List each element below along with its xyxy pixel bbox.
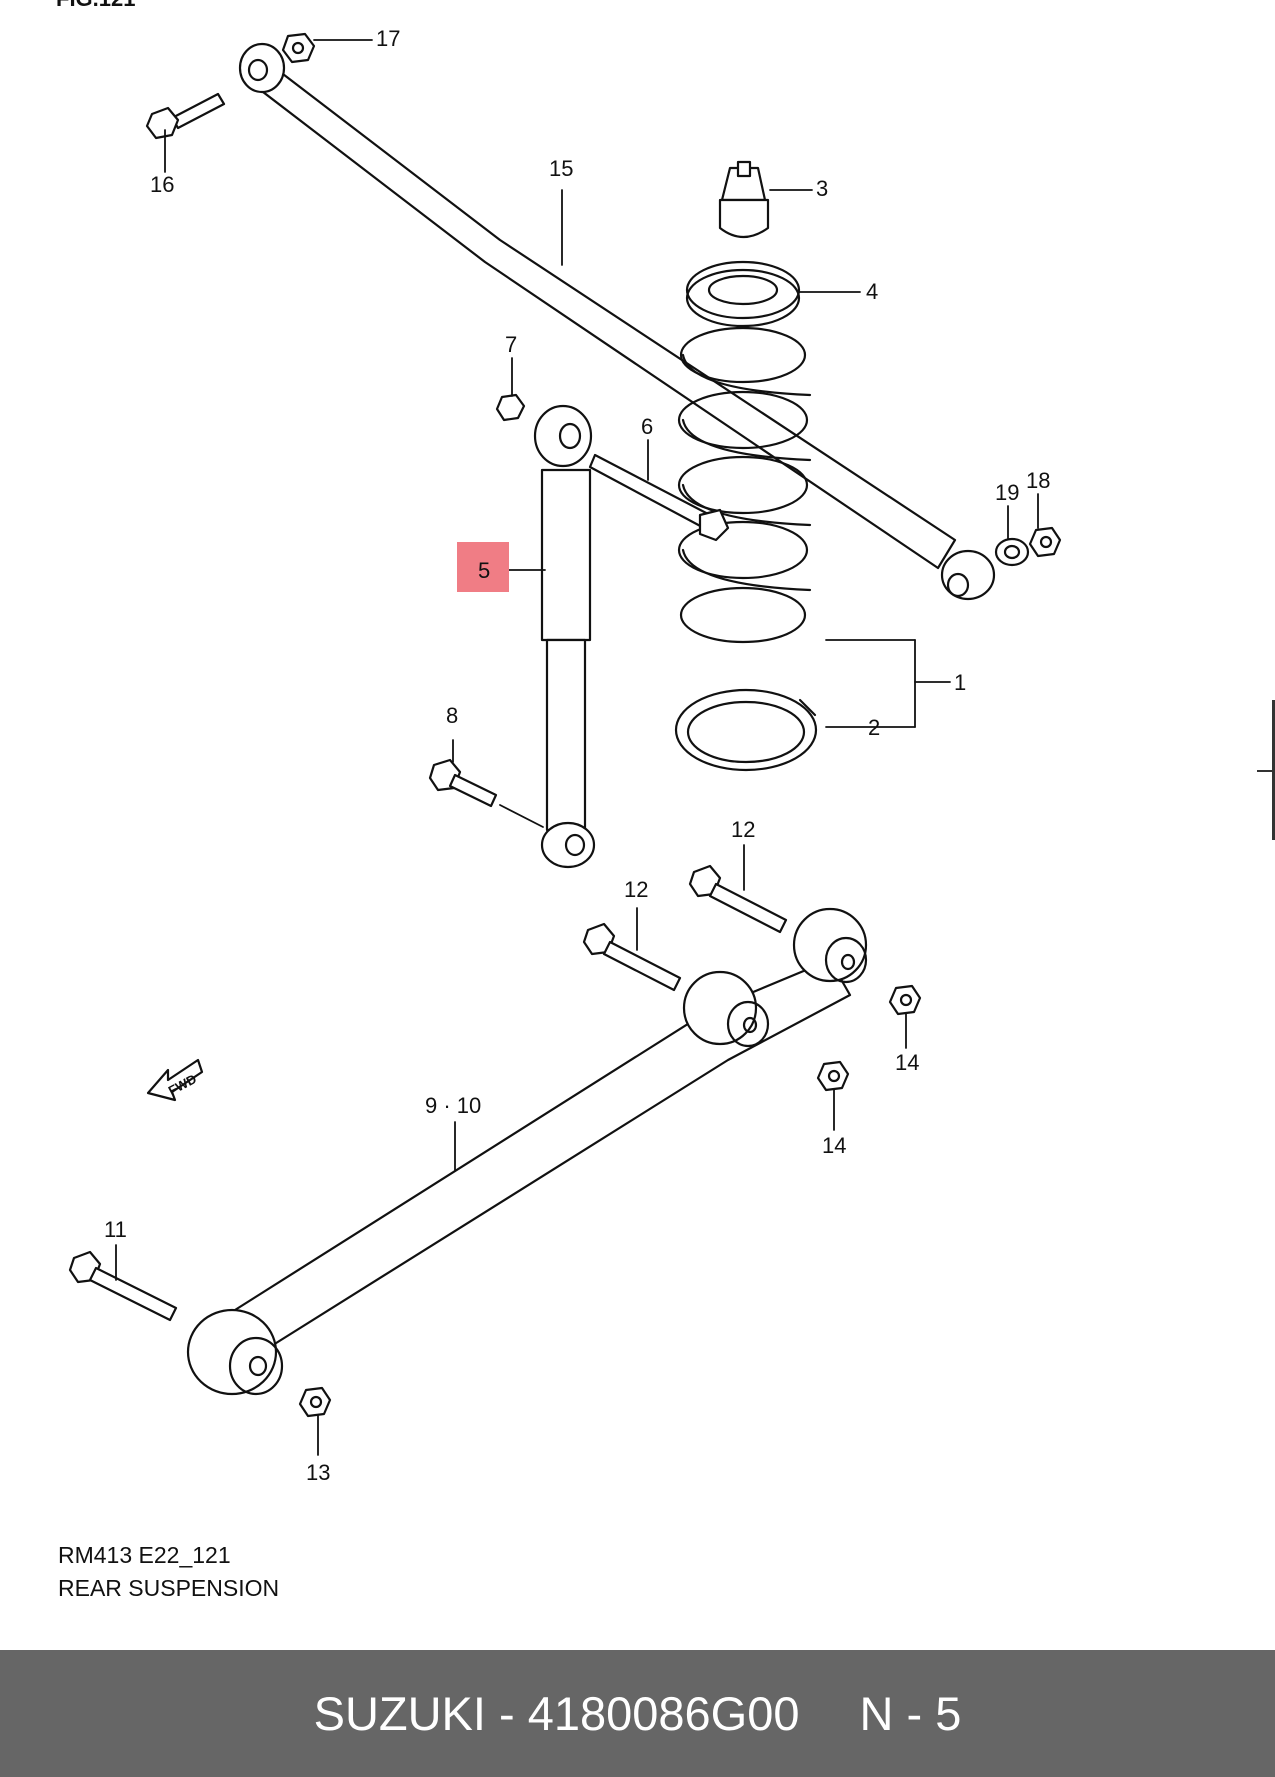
diagram-code: RM413 E22_121	[58, 1542, 231, 1568]
part-number-bar: SUZUKI - 4180086G00 N - 5	[0, 1650, 1275, 1777]
label-2[interactable]: 2	[868, 715, 880, 740]
label-4[interactable]: 4	[866, 279, 878, 304]
bump-stop-part-3[interactable]	[718, 160, 770, 239]
bolt-part-12-lower[interactable]	[582, 922, 682, 992]
highlight-box	[457, 542, 509, 592]
label-19[interactable]: 19	[995, 480, 1019, 505]
label-9-10[interactable]: 9 · 10	[425, 1093, 481, 1118]
label-3[interactable]: 3	[816, 176, 828, 201]
lateral-rod-part-15[interactable]	[238, 42, 996, 601]
washer-part-19[interactable]	[994, 537, 1030, 567]
nut-part-18[interactable]	[1028, 526, 1062, 558]
header-text: FIG.121	[56, 0, 135, 11]
part-number: SUZUKI - 4180086G00	[313, 1687, 800, 1740]
label-18[interactable]: 18	[1026, 468, 1050, 493]
nut-part-14-right[interactable]	[888, 984, 922, 1016]
spring-seat-part-4[interactable]	[685, 260, 801, 328]
label-12-upper[interactable]: 12	[731, 817, 755, 842]
bolt-part-6[interactable]	[588, 453, 730, 542]
trailing-arm-part-9-10[interactable]	[186, 907, 868, 1396]
bolt-part-12-upper[interactable]	[688, 864, 788, 934]
nut-part-14-lower[interactable]	[816, 1060, 850, 1092]
bolt-part-8[interactable]	[428, 758, 498, 808]
fwd-label: FWD	[166, 1071, 199, 1098]
label-11[interactable]: 11	[104, 1217, 127, 1242]
label-5[interactable]: 5	[478, 558, 490, 583]
nut-part-7[interactable]	[495, 393, 526, 422]
label-1[interactable]: 1	[954, 670, 966, 695]
parts-diagram: FIG.121 17 16 15 3 4 7 6 5 19 18 1 2 8 1…	[56, 0, 1062, 1485]
diagram-title: REAR SUSPENSION	[58, 1575, 280, 1601]
position-ref: N - 5	[859, 1687, 962, 1740]
label-12-lower[interactable]: 12	[624, 877, 648, 902]
edge-scroll-tick	[1257, 770, 1275, 772]
nut-part-13[interactable]	[298, 1386, 332, 1418]
label-16[interactable]: 16	[150, 172, 174, 197]
label-14-lower[interactable]: 14	[822, 1133, 846, 1158]
coil-spring-part-1[interactable]	[677, 326, 812, 644]
nut-part-17[interactable]	[281, 32, 316, 64]
bolt-part-16[interactable]	[145, 92, 226, 140]
label-6[interactable]: 6	[641, 414, 653, 439]
spring-lower-seat-part-2[interactable]	[674, 688, 818, 772]
leader-lines	[115, 39, 1039, 1456]
label-15[interactable]: 15	[549, 156, 573, 181]
label-17[interactable]: 17	[376, 26, 400, 51]
bolt-part-11[interactable]	[68, 1250, 178, 1322]
forward-arrow-icon	[146, 1058, 204, 1102]
label-7[interactable]: 7	[505, 332, 517, 357]
label-14-right[interactable]: 14	[895, 1050, 919, 1075]
label-13[interactable]: 13	[306, 1460, 330, 1485]
shock-absorber-part-5[interactable]	[533, 404, 596, 869]
label-8[interactable]: 8	[446, 703, 458, 728]
